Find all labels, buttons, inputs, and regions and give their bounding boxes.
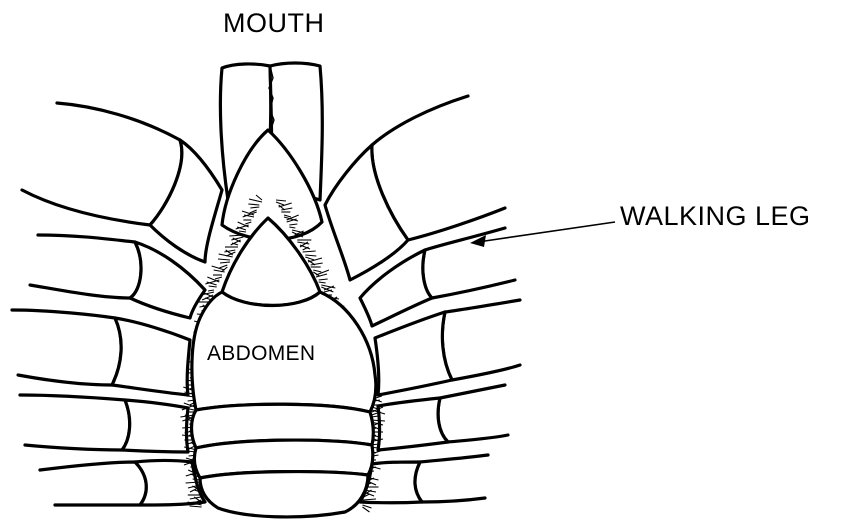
right-coxa-4 xyxy=(378,398,448,450)
right-leg-3 xyxy=(442,300,520,380)
hair-stroke xyxy=(220,262,230,263)
hair-stroke xyxy=(209,286,217,287)
left-leg-4 xyxy=(20,395,130,450)
hair-stroke xyxy=(305,257,314,260)
left-coxa-4 xyxy=(122,400,188,452)
left-leg-5 xyxy=(40,462,146,505)
hair-stroke xyxy=(218,259,230,260)
hair-stroke xyxy=(313,270,321,272)
left-leg-1 xyxy=(22,103,182,225)
hair-stroke xyxy=(190,506,202,507)
hair-stroke xyxy=(363,507,370,512)
mouth-label: MOUTH xyxy=(223,10,324,37)
left-leg-3 xyxy=(12,310,121,385)
left-leg-2 xyxy=(30,235,141,298)
right-coxa-3 xyxy=(375,312,452,395)
hair-stroke xyxy=(303,251,316,252)
hair-stroke xyxy=(319,279,328,280)
walking-leg-label: WALKING LEG xyxy=(620,203,811,230)
left-coxa-3 xyxy=(112,318,190,395)
mouthparts xyxy=(220,63,322,240)
hair-stroke xyxy=(215,277,222,279)
abdomen-label: ABDOMEN xyxy=(207,343,315,364)
right-leg-4 xyxy=(438,385,508,442)
hair-stroke xyxy=(319,282,326,283)
hair-stroke xyxy=(208,290,214,291)
right-leg-5 xyxy=(415,455,488,502)
abdomen-segment-3 xyxy=(200,472,368,517)
hair-stroke xyxy=(305,255,316,256)
